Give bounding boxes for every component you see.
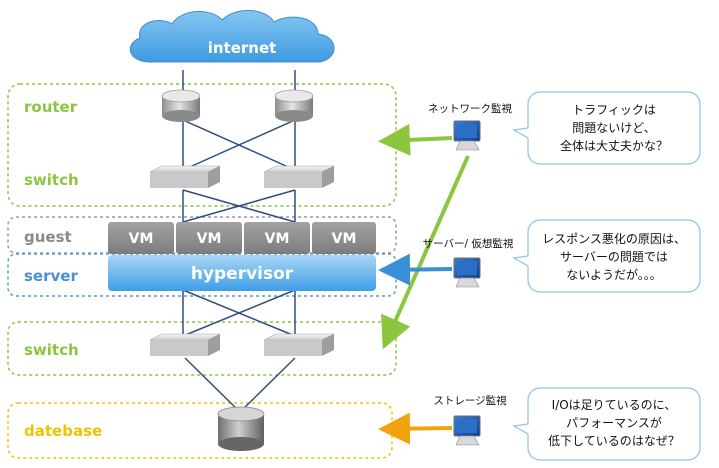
speech-bubble: レスポンス悪化の原因は、 サーバーの問題では ないようだが。。。 bbox=[512, 219, 701, 293]
speech-bubble: トラフィックは 問題ないけど、 全体は大丈夫かな？ bbox=[512, 91, 701, 165]
bubble-line: I/Oは足りているのに、 bbox=[552, 398, 677, 412]
vm-box: VM bbox=[244, 222, 310, 254]
hypervisor-box: hypervisor bbox=[108, 255, 376, 291]
bubble-line: ないようだが。。。 bbox=[566, 267, 662, 282]
storage-monitor-label: ストレージ監視 bbox=[433, 394, 507, 407]
network-monitor-label: ネットワーク監視 bbox=[428, 102, 512, 115]
server-monitor-label: サーバー/ 仮想監視 bbox=[423, 237, 514, 250]
bubble-line: 問題ないけど、 bbox=[572, 121, 655, 135]
guest-layer-label: guest bbox=[24, 228, 72, 246]
bubble-line: サーバーの問題では bbox=[560, 250, 668, 264]
internet-label: internet bbox=[208, 39, 277, 57]
bubble-line: レスポンス悪化の原因は、 bbox=[542, 232, 686, 246]
vm-label: VM bbox=[265, 231, 290, 247]
network-links bbox=[182, 70, 296, 413]
server-monitor-arrow bbox=[378, 253, 453, 286]
router-icon bbox=[274, 89, 314, 122]
server-layer-label: server bbox=[24, 267, 78, 285]
vm-box: VM bbox=[108, 222, 174, 254]
network-monitor-arrow bbox=[381, 155, 470, 350]
database-layer-label: datebase bbox=[24, 422, 102, 440]
switch-icon bbox=[263, 333, 335, 356]
vm-box: VM bbox=[176, 222, 242, 254]
database-icon bbox=[217, 406, 265, 451]
switch-icon bbox=[149, 333, 221, 356]
computer-icon bbox=[453, 415, 481, 446]
vm-label: VM bbox=[197, 231, 222, 247]
router-icon bbox=[161, 89, 201, 122]
vm-label: VM bbox=[332, 231, 357, 247]
switch-icon bbox=[149, 165, 221, 188]
switch-icon bbox=[263, 165, 335, 188]
vm-label: VM bbox=[129, 231, 154, 247]
switch-layer-label: switch bbox=[24, 171, 79, 189]
storage-monitor-arrow bbox=[378, 412, 453, 445]
bubble-line: パフォーマンスが bbox=[566, 415, 662, 430]
speech-bubble: I/Oは足りているのに、 パフォーマンスが 低下しているのはなぜ？ bbox=[512, 387, 701, 461]
bubble-line: 低下しているのはなぜ？ bbox=[548, 434, 680, 448]
internet-cloud: internet bbox=[129, 9, 335, 63]
router-switch-layer-box bbox=[7, 83, 397, 207]
network-monitor-arrow bbox=[378, 123, 453, 156]
vm-box: VM bbox=[312, 222, 376, 254]
switch-layer-label: switch bbox=[24, 341, 79, 359]
bubble-line: トラフィックは bbox=[572, 103, 656, 117]
hypervisor-label: hypervisor bbox=[191, 264, 294, 284]
computer-icon bbox=[453, 257, 481, 288]
bubble-line: 全体は大丈夫かな？ bbox=[560, 138, 668, 153]
router-layer-label: router bbox=[24, 98, 78, 116]
computer-icon bbox=[453, 120, 481, 151]
